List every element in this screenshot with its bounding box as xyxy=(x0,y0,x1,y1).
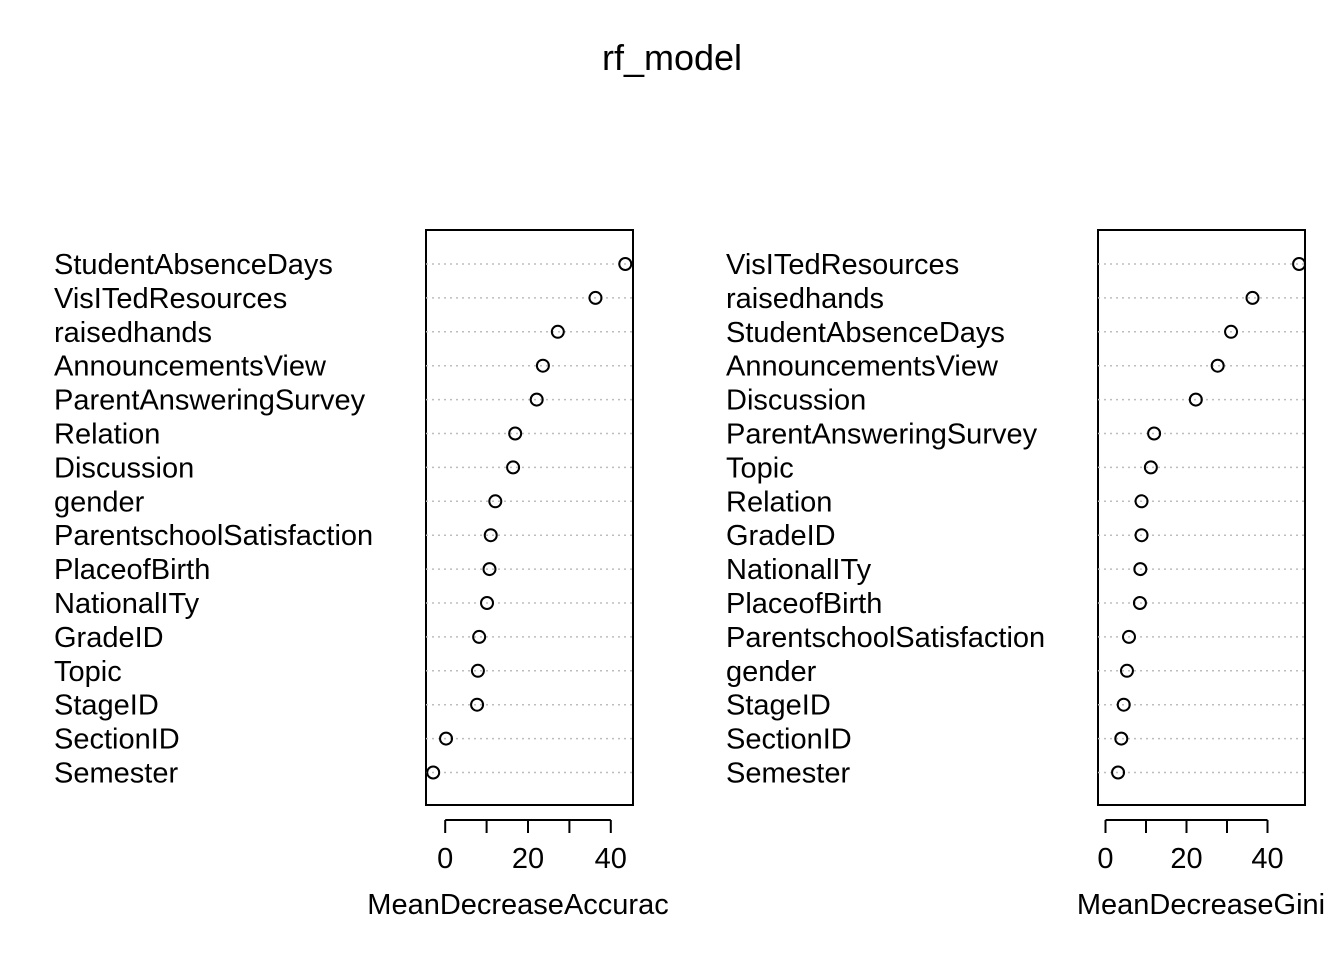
x-tick-label: 40 xyxy=(1251,843,1283,875)
row-label: ParentAnsweringSurvey xyxy=(54,385,366,417)
row-label: VisITedResources xyxy=(54,283,287,315)
data-point xyxy=(472,629,487,644)
data-point xyxy=(506,460,521,475)
data-point xyxy=(1224,324,1239,339)
data-point xyxy=(529,392,544,407)
row-label: GradeID xyxy=(54,622,164,654)
data-point xyxy=(480,596,495,610)
row-label: VisITedResources xyxy=(726,249,959,281)
data-point xyxy=(618,257,633,271)
row-label: raisedhands xyxy=(54,317,212,349)
row-label: NationalITy xyxy=(54,588,200,620)
row-label: StageID xyxy=(54,690,159,722)
row-label: ParentschoolSatisfaction xyxy=(54,520,373,552)
data-point xyxy=(588,290,603,305)
data-point xyxy=(1132,596,1147,610)
row-label: AnnouncementsView xyxy=(54,351,327,383)
row-label: StudentAbsenceDays xyxy=(54,249,333,281)
row-label: gender xyxy=(726,656,817,688)
panel-gini: VisITedResourcesraisedhandsStudentAbsenc… xyxy=(726,229,1325,921)
plot-frame xyxy=(1097,229,1306,806)
data-point xyxy=(1133,562,1148,577)
row-label: PlaceofBirth xyxy=(54,554,210,586)
row-label: AnnouncementsView xyxy=(726,351,999,383)
x-axis-title: MeanDecreaseGini xyxy=(1077,889,1325,921)
plot-frame xyxy=(425,229,634,806)
row-label: PlaceofBirth xyxy=(726,588,882,620)
data-point xyxy=(426,765,441,780)
data-point xyxy=(1114,731,1129,746)
x-axis-title: MeanDecreaseAccurac xyxy=(367,889,668,921)
row-label: Discussion xyxy=(726,385,866,417)
row-label: ParentschoolSatisfaction xyxy=(726,622,1045,654)
data-point xyxy=(535,358,550,373)
row-label: StudentAbsenceDays xyxy=(726,317,1005,349)
row-label: Relation xyxy=(726,486,832,518)
x-tick-label: 40 xyxy=(595,843,627,875)
data-point xyxy=(1116,697,1131,712)
data-point xyxy=(1188,392,1203,407)
x-tick-label: 20 xyxy=(1170,843,1202,875)
row-label: Discussion xyxy=(54,452,194,484)
row-label: Relation xyxy=(54,419,160,451)
data-point xyxy=(1134,528,1149,543)
row-label: SectionID xyxy=(726,724,852,756)
row-label: ParentAnsweringSurvey xyxy=(726,419,1038,451)
data-point xyxy=(1119,663,1134,678)
data-point xyxy=(1147,426,1162,441)
data-point xyxy=(483,528,498,543)
chart-title: rf_model xyxy=(602,37,742,78)
row-label: Topic xyxy=(54,656,122,688)
data-point xyxy=(488,494,503,509)
row-label: Semester xyxy=(54,758,178,790)
data-point xyxy=(1210,358,1225,373)
data-point xyxy=(1245,290,1260,305)
panel-accuracy: StudentAbsenceDaysVisITedResourcesraised… xyxy=(54,229,669,921)
row-label: GradeID xyxy=(726,520,836,552)
x-tick-label: 20 xyxy=(512,843,544,875)
row-label: Semester xyxy=(726,758,850,790)
data-point xyxy=(1134,494,1149,509)
row-label: SectionID xyxy=(54,724,180,756)
row-label: gender xyxy=(54,486,145,518)
x-tick-label: 0 xyxy=(1097,843,1113,875)
data-point xyxy=(470,663,485,678)
row-label: StageID xyxy=(726,690,831,722)
data-point xyxy=(1111,765,1126,780)
row-label: NationalITy xyxy=(726,554,872,586)
data-point xyxy=(508,426,523,441)
data-point xyxy=(1121,629,1136,644)
data-point xyxy=(482,562,497,577)
data-point xyxy=(470,697,485,712)
x-tick-label: 0 xyxy=(437,843,453,875)
data-point xyxy=(550,324,565,339)
data-point xyxy=(439,731,454,746)
row-label: raisedhands xyxy=(726,283,884,315)
data-point xyxy=(1292,257,1307,271)
row-label: Topic xyxy=(726,452,794,484)
data-point xyxy=(1143,460,1158,475)
